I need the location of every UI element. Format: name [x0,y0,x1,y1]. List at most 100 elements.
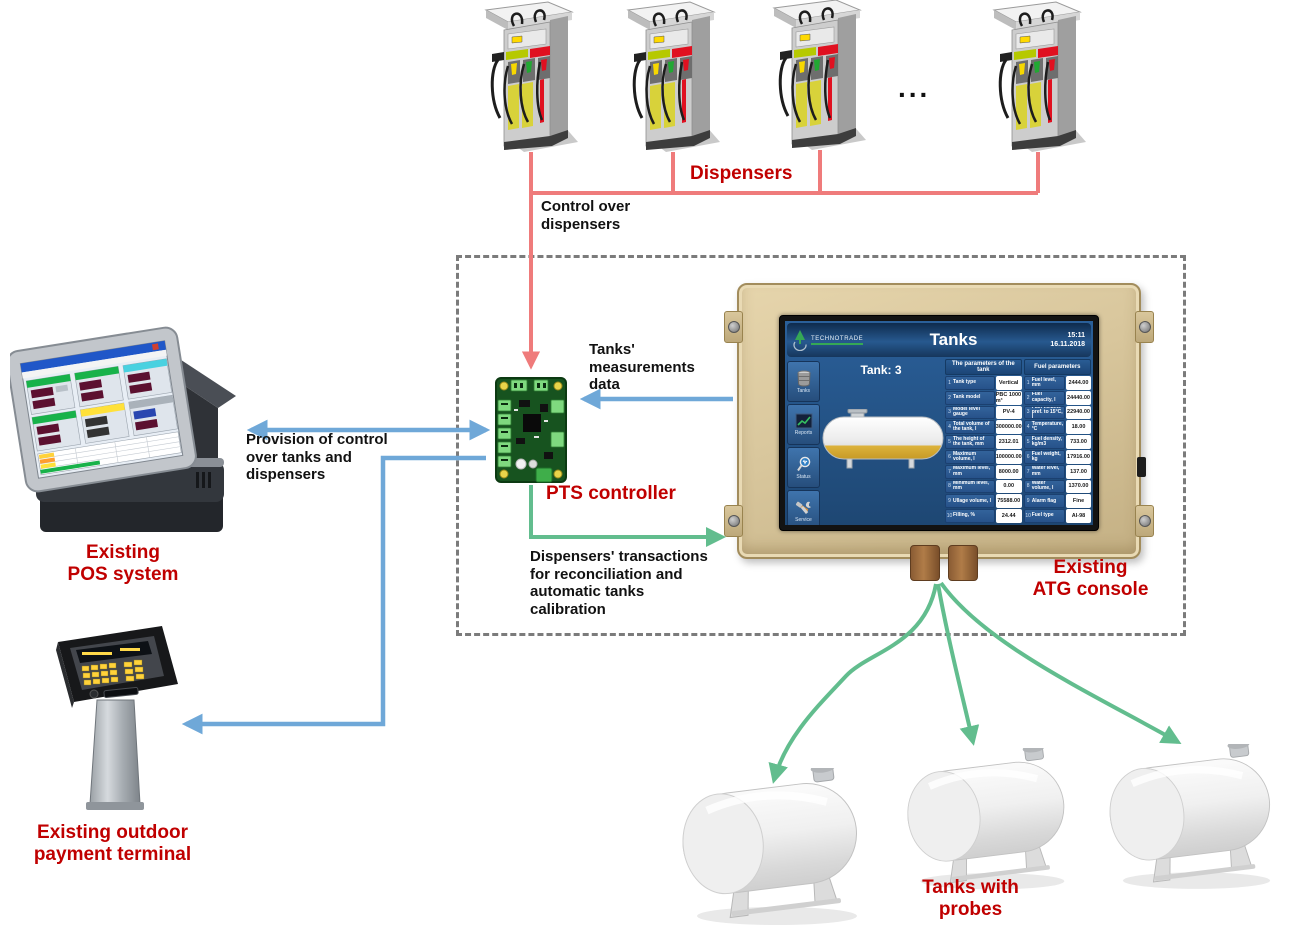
param-value: AI-98 [1066,509,1091,523]
param-value: 733.00 [1066,435,1091,449]
param-label: Ullage volume, l [953,497,992,504]
fuel-dispenser-3 [772,0,866,150]
sidebar-label: Reports [794,430,813,436]
param-label: Temperature, °C [1031,421,1063,433]
logo-underline [811,342,863,345]
param-label: Minimum level, mm [953,480,989,492]
tanks-barrel-icon [797,370,810,386]
param-label: Alarm flag [1031,497,1057,504]
fuel-dispenser-1 [484,1,578,152]
param-label: Fuel volume pref. to 15°C, l [1031,405,1063,420]
param-number: 8 [948,483,951,490]
screen-title: Tanks [929,330,978,349]
param-number: 10 [946,513,953,520]
mounting-tab [724,505,743,537]
param-number: 3 [948,409,951,416]
param-number: 7 [1026,468,1030,475]
param-value: 24.44 [995,509,1022,523]
param-value: PBC 1000 m³ [995,390,1022,405]
existing-pos-system-label: Existing POS system [67,542,179,586]
technotrade-logo: TECHNOTRADE [787,329,884,351]
param-label: Fuel capacity, l [1031,391,1056,403]
sidebar-label: Tanks [796,387,811,394]
screw-icon [1139,321,1151,333]
param-label: Maximum volume, l [953,450,977,462]
param-number: 10 [1025,513,1031,520]
param-label: The height of the tank, mm [953,435,985,448]
param-number: 5 [1026,439,1030,446]
param-value: 137.00 [1066,464,1091,479]
screw-icon [728,321,740,333]
param-label: Fuel type [1031,512,1054,519]
param-value: 2444.00 [1066,376,1091,390]
fuel-tank-2 [907,748,1065,890]
param-number: 1 [948,379,951,386]
dispensers-label: Dispensers [690,163,793,184]
param-value: 0.00 [995,479,1022,494]
param-label: Maximum level, mm [953,465,990,477]
existing-outdoor-terminal-label: Existing outdoor payment terminal [33,822,192,866]
param-number: 8 [1026,483,1030,490]
status-magnifier-icon [796,456,810,471]
param-value: 8000.00 [995,464,1022,479]
param-number: 2 [1026,394,1030,401]
param-number: 9 [1026,498,1030,505]
cable-gland [948,545,978,581]
mounting-tab [1135,311,1154,343]
sidebar-label: Status [796,473,811,480]
control-over-dispensers-note: Control over dispensers [541,198,631,233]
screen-date: 16.11.2018 [1050,341,1085,348]
fuel-dispenser-2 [626,1,720,152]
sidebar-item-service[interactable]: Service [787,490,820,525]
param-value: 2312.01 [995,435,1022,449]
dispensers-transactions-note: Dispensers' transactions for reconciliat… [530,548,708,619]
param-label: Model level gauge [953,406,980,418]
atg-console: TECHNOTRADE Tanks 15:11 16.11.2018 Tank:… [724,283,1154,581]
service-tools-icon [795,501,811,514]
param-value: 18.00 [1066,420,1091,435]
logo-tree-icon [793,330,807,351]
sidebar-item-reports[interactable]: Reports [787,404,820,445]
param-number: 5 [948,439,951,446]
existing-atg-console-label: Existing ATG console [1032,557,1149,601]
mounting-tab [1135,505,1154,537]
sidebar-item-status[interactable]: Status [787,447,820,488]
param-value: 24440.00 [1066,390,1091,405]
fuel-dispenser-4 [992,1,1086,152]
param-value: Fine [1066,494,1091,509]
param-value: 100000.00 [995,449,1022,464]
param-value: 17916.00 [1066,449,1091,464]
param-label: Water volume, l [1031,480,1054,492]
tank-level-graphic [822,409,944,469]
param-label: Filling, % [953,512,975,519]
sidebar-item-tanks[interactable]: Tanks [787,361,820,402]
